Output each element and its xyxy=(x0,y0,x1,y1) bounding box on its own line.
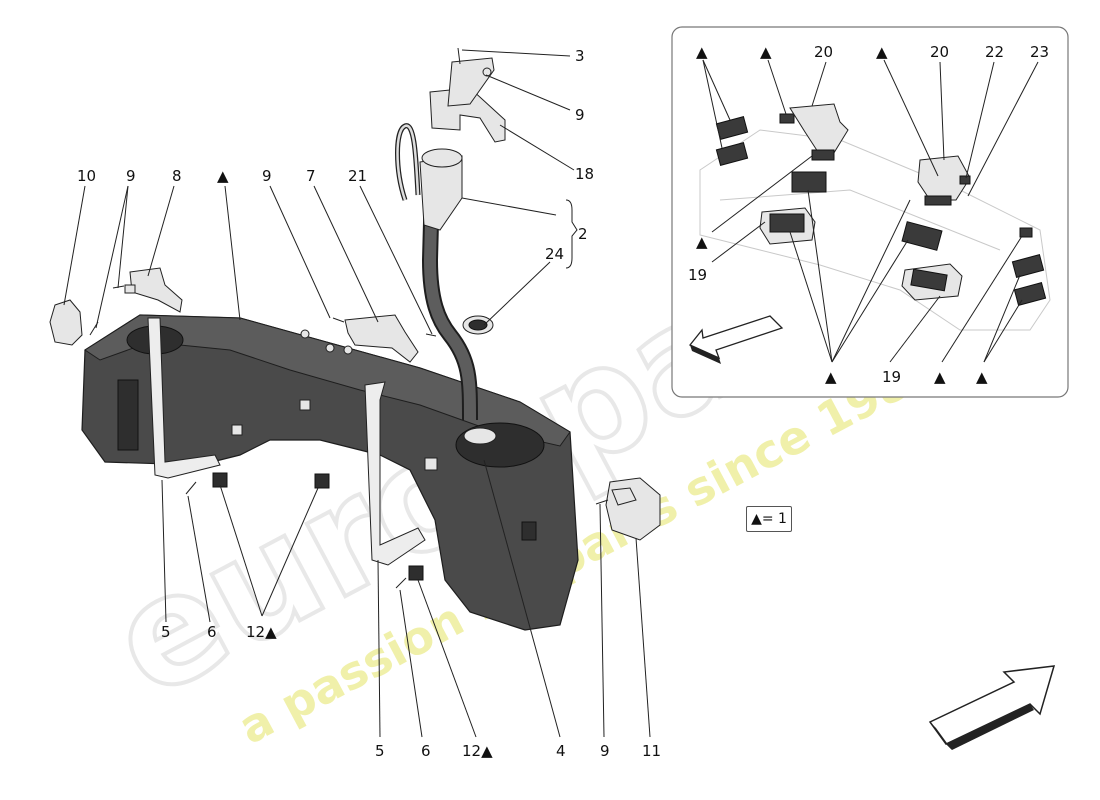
inset-callout-b3: ▲ xyxy=(934,368,946,386)
callout-6-left: 6 xyxy=(207,623,217,641)
inset-callout-b1: ▲ xyxy=(825,368,837,386)
filler-neck xyxy=(395,123,478,421)
callout-9-mid: 9 xyxy=(262,167,272,185)
filler-bracket xyxy=(429,57,506,143)
inset-callout-t4: ▲ xyxy=(876,43,888,61)
inset-callout-22: 22 xyxy=(985,43,1004,61)
inset-callout-20b: 20 xyxy=(930,43,949,61)
callout-18: 18 xyxy=(575,165,594,183)
clamp-24 xyxy=(462,315,494,335)
tank-strap-right xyxy=(364,381,426,566)
tank-strap-left xyxy=(147,317,221,479)
bracket-7 xyxy=(344,314,419,363)
bracket-10 xyxy=(49,299,83,346)
inset-callout-m1: ▲ xyxy=(696,233,708,251)
callout-21: 21 xyxy=(348,167,367,185)
callout-9-bottom: 9 xyxy=(600,742,610,760)
inset-callout-23: 23 xyxy=(1030,43,1049,61)
inset-panel: ▲ ▲ 20 ▲ 20 22 23 ▲ 19 ▲ 19 ▲ ▲ xyxy=(671,26,1069,398)
callout-3: 3 xyxy=(575,47,585,65)
callout-11: 11 xyxy=(642,742,661,760)
callout-8: 8 xyxy=(172,167,182,185)
leader-lines xyxy=(63,49,651,738)
inset-callout-19a: 19 xyxy=(688,266,707,284)
inset-callout-b4: ▲ xyxy=(976,368,988,386)
inset-callout-t2: ▲ xyxy=(760,43,772,61)
legend-quantity-note: ▲= 1 xyxy=(746,506,792,532)
inset-callout-19b: 19 xyxy=(882,368,901,386)
clips-12 xyxy=(212,472,424,581)
inset-callout-t1: ▲ xyxy=(696,43,708,61)
callout-triangle-tank: ▲ xyxy=(217,167,229,185)
screws xyxy=(89,47,609,589)
callout-12-left: 12▲ xyxy=(246,623,277,641)
orientation-arrow-main-icon xyxy=(928,665,1056,750)
callout-5-right: 5 xyxy=(375,742,385,760)
callout-5-left: 5 xyxy=(161,623,171,641)
inset-callout-20a: 20 xyxy=(814,43,833,61)
callout-9-left: 9 xyxy=(126,167,136,185)
callout-labels: 3 9 18 2 24 10 9 8 ▲ 9 7 21 5 6 12▲ 5 6 … xyxy=(77,47,661,760)
sensor-8 xyxy=(124,267,183,313)
orientation-arrow-inset-icon xyxy=(688,315,784,364)
callout-7: 7 xyxy=(306,167,316,185)
callout-10: 10 xyxy=(77,167,96,185)
callout-2: 2 xyxy=(578,225,588,243)
callout-4: 4 xyxy=(556,742,566,760)
callout-6-right: 6 xyxy=(421,742,431,760)
fuel-tank xyxy=(81,314,579,631)
callout-9-top: 9 xyxy=(575,106,585,124)
bracket-11 xyxy=(605,477,661,541)
callout-24: 24 xyxy=(545,245,564,263)
callout-12-right: 12▲ xyxy=(462,742,493,760)
